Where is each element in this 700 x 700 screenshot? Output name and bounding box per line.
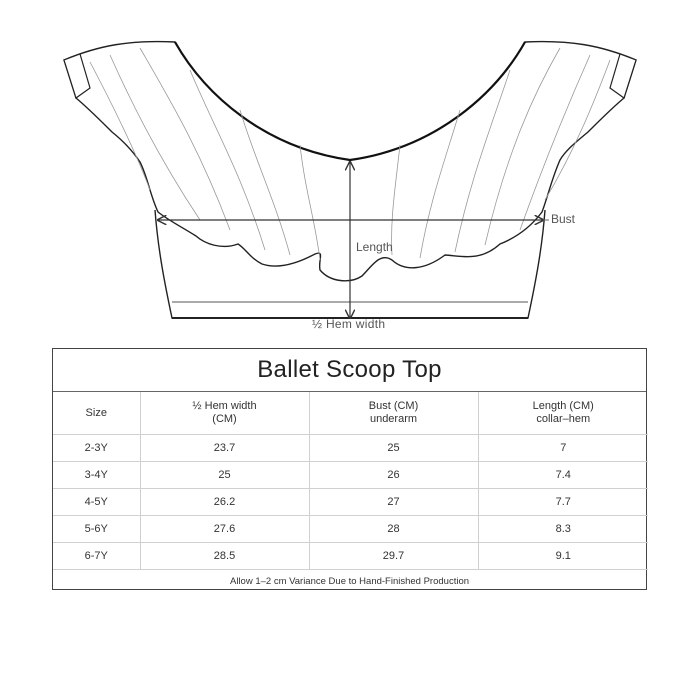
cell-bust: 27 [309,488,479,516]
size-chart: Ballet Scoop Top Size ½ Hem width (CM) B… [52,348,648,590]
cell-hem: 26.2 [140,488,310,516]
hem-width-label: ½ Hem width [312,317,386,331]
header-row: Size ½ Hem width (CM) Bust (CM) underarm… [53,392,648,435]
cell-length: 7 [478,434,648,462]
cell-length: 9.1 [478,542,648,570]
cell-bust: 26 [309,461,479,489]
table-row: 2-3Y 23.7 25 7 [53,434,648,462]
variance-note: Allow 1–2 cm Variance Due to Hand-Finish… [229,575,470,587]
cell-size: 2-3Y [53,434,141,462]
cell-bust: 29.7 [309,542,479,570]
cell-length: 7.4 [478,461,648,489]
header-bust: Bust (CM) underarm [309,392,479,435]
cell-hem: 27.6 [140,515,310,543]
cell-hem: 25 [140,461,310,489]
table-row: 5-6Y 27.6 28 8.3 [53,515,648,543]
table-row: 6-7Y 28.5 29.7 9.1 [53,542,648,570]
neckline [174,41,526,162]
left-sleeve-cuff [63,53,91,99]
table-row: 4-5Y 26.2 27 7.7 [53,488,648,516]
header-length: Length (CM) collar–hem [478,392,648,435]
garment-illustration [63,40,637,335]
cell-size: 5-6Y [53,515,141,543]
cell-size: 4-5Y [53,488,141,516]
cell-length: 8.3 [478,515,648,543]
chart-title: Ballet Scoop Top [53,349,646,392]
cell-bust: 25 [309,434,479,462]
garment-sketch [0,0,700,335]
size-table: Size ½ Hem width (CM) Bust (CM) underarm… [53,392,648,570]
bust-label: Bust [551,212,576,226]
cell-length: 7.7 [478,488,648,516]
length-label: Length [356,240,393,254]
header-size: Size [53,392,141,435]
cell-size: 3-4Y [53,461,141,489]
right-sleeve-cuff [609,53,637,99]
table-row: 3-4Y 25 26 7.4 [53,461,648,489]
header-hem-width: ½ Hem width (CM) [140,392,310,435]
cell-hem: 23.7 [140,434,310,462]
cell-hem: 28.5 [140,542,310,570]
cell-bust: 28 [309,515,479,543]
cell-size: 6-7Y [53,542,141,570]
